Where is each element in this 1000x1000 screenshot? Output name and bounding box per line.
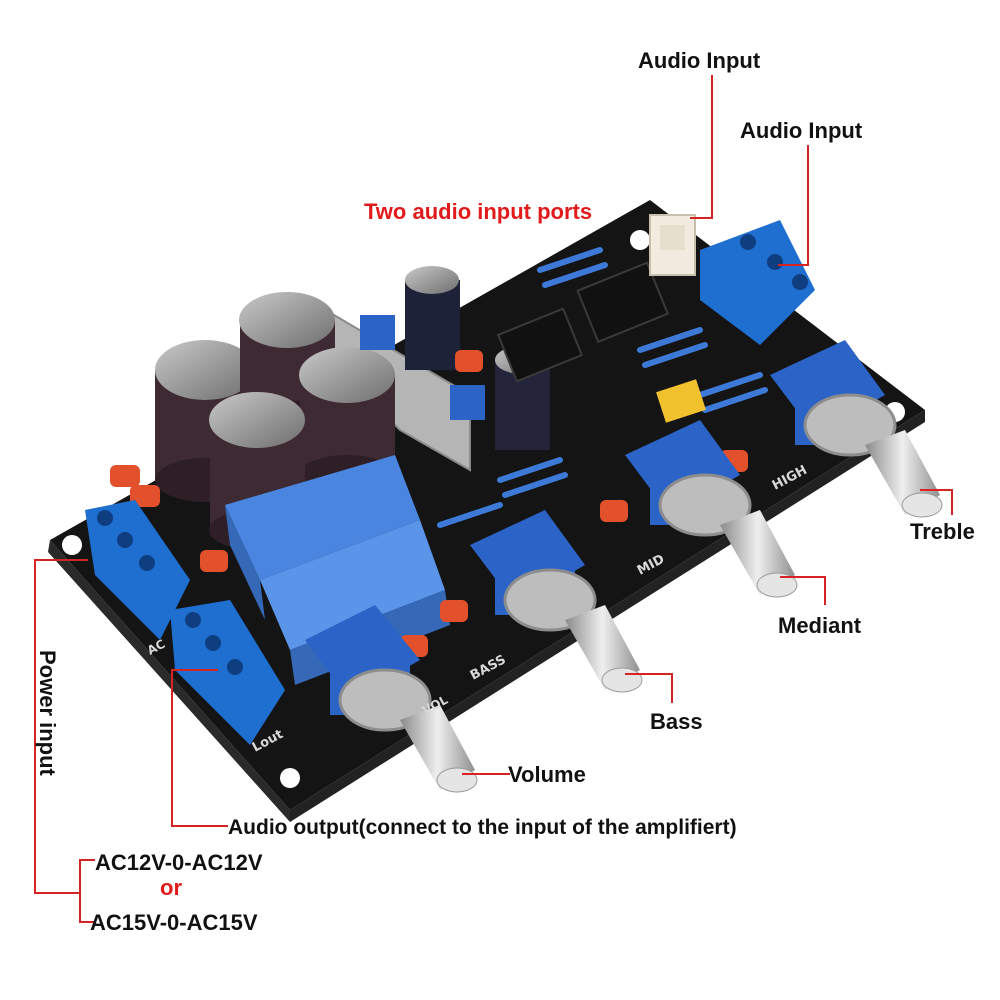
resistors <box>437 247 768 528</box>
treble-potentiometer <box>770 340 943 518</box>
trimmer-pot <box>360 315 395 350</box>
leader-treble <box>920 489 953 515</box>
mid-potentiometer <box>625 420 798 598</box>
leader-mediant <box>780 576 826 605</box>
volume-potentiometer <box>305 605 478 793</box>
small-capacitor <box>405 266 460 370</box>
leader-bass <box>625 673 673 703</box>
leader-audio-input-2 <box>778 145 809 266</box>
label-ac12: AC12V-0-AC12V <box>95 850 263 875</box>
label-power-input: Power input <box>35 650 60 777</box>
op-amp-chip <box>576 261 670 344</box>
filter-capacitors <box>155 266 550 550</box>
capacitor <box>155 340 255 502</box>
label-treble: Treble <box>910 519 975 544</box>
label-bass: Bass <box>650 709 703 734</box>
input-terminal <box>700 220 815 345</box>
leader-power-bracket <box>79 859 95 923</box>
label-ac15: AC15V-0-AC15V <box>90 910 258 935</box>
ceramic-capacitors <box>110 350 748 657</box>
leader-audio-output <box>171 669 228 827</box>
power-terminal <box>85 500 190 640</box>
label-or: or <box>160 875 182 900</box>
label-two-ports: Two audio input ports <box>364 199 592 224</box>
mount-hole <box>62 535 82 555</box>
leader-lines <box>34 75 953 923</box>
trimmer-pot <box>450 385 485 420</box>
input-header <box>649 214 696 276</box>
leader-audio-input-1 <box>690 75 713 219</box>
output-terminal <box>170 600 285 745</box>
mount-hole <box>630 230 650 250</box>
yellow-capacitor <box>656 379 706 423</box>
op-amp-chip <box>496 307 584 383</box>
label-mediant: Mediant <box>778 613 862 638</box>
label-volume: Volume <box>508 762 586 787</box>
bass-potentiometer <box>470 510 643 693</box>
mount-hole <box>280 768 300 788</box>
label-audio-input-1: Audio Input <box>638 48 761 73</box>
leader-power-input <box>34 559 88 894</box>
label-audio-output: Audio output(connect to the input of the… <box>228 816 737 839</box>
label-audio-input-2: Audio Input <box>740 118 863 143</box>
